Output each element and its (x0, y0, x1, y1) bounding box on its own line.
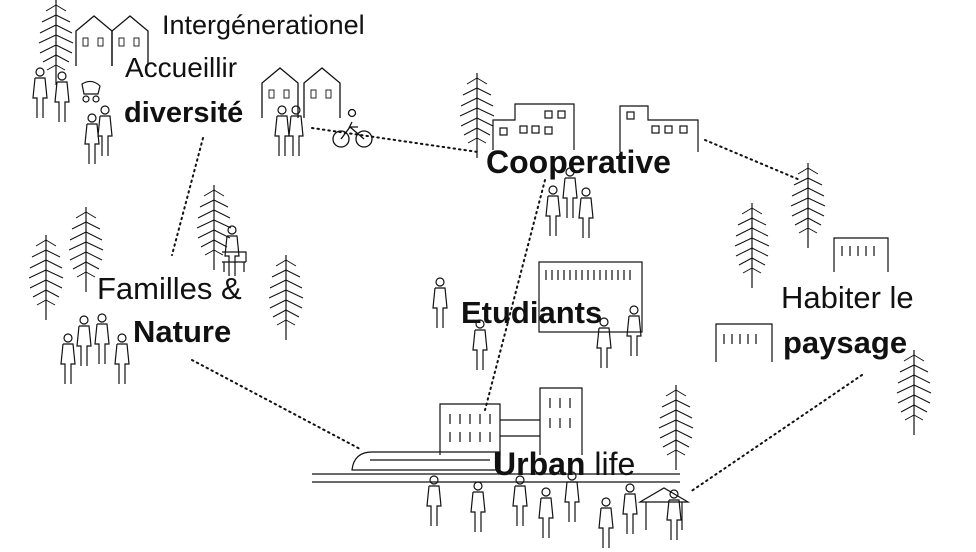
tree-icon (28, 234, 64, 321)
person-icon (60, 333, 76, 385)
tree-icon (658, 384, 694, 471)
tree-icon (268, 254, 304, 341)
link-habiter-urban (689, 374, 863, 493)
person-icon (470, 481, 486, 533)
etudiants-illustration (432, 261, 643, 371)
stroller-icon (81, 80, 101, 103)
habiter-label-line1: Habiter le (781, 280, 914, 315)
urban-label-bold: Urban (493, 446, 586, 482)
building-icon (439, 387, 583, 455)
habiter-illustration (715, 162, 932, 436)
link-cooperative-habiter (704, 139, 801, 181)
building-icon (619, 105, 699, 152)
house-icon (75, 15, 113, 67)
bicycle-icon (332, 108, 373, 148)
familles-illustration (28, 184, 304, 385)
urban-label: Urban life (493, 448, 635, 480)
house-icon (303, 67, 341, 119)
person-icon (578, 187, 594, 239)
link-intergen-familles (171, 137, 204, 256)
person-icon (512, 475, 528, 527)
familles-label-line2: Nature (133, 314, 232, 349)
person-icon (432, 277, 448, 329)
etudiants-label: Etudiants (461, 295, 603, 330)
cooperative-illustration (459, 72, 699, 239)
habiter-label-line2: paysage (783, 325, 908, 360)
kiosk-icon (637, 487, 691, 530)
connections (171, 127, 863, 493)
familles-label-line1: Familles & (97, 271, 242, 306)
building-icon (715, 323, 773, 362)
person-icon (97, 105, 113, 157)
tree-icon (734, 202, 770, 289)
building-icon (492, 103, 575, 150)
person-icon (224, 225, 240, 277)
tree-icon (790, 162, 826, 249)
building-icon (833, 237, 889, 272)
link-intergen-cooperative (311, 127, 479, 153)
building-icon (538, 261, 643, 333)
person-icon (94, 313, 110, 365)
cooperative-label: Cooperative (486, 144, 671, 180)
tree-icon (196, 184, 232, 271)
intergen-label-line1: Intergénerationel (162, 10, 365, 40)
link-familles-urban (191, 359, 363, 451)
person-icon (84, 113, 100, 165)
person-icon (538, 487, 554, 539)
person-icon (288, 105, 304, 157)
bench-icon (222, 251, 247, 272)
link-cooperative-etudiants (484, 179, 546, 411)
person-icon (666, 489, 682, 541)
urban-illustration (312, 384, 694, 549)
person-icon (274, 105, 290, 157)
person-icon (76, 315, 92, 367)
intergen-label-line2: Accueillir (125, 52, 238, 83)
person-icon (32, 67, 48, 119)
person-icon (598, 497, 614, 549)
person-icon (54, 71, 70, 123)
person-icon (426, 475, 442, 527)
person-icon (626, 305, 642, 357)
person-icon (545, 185, 561, 237)
person-icon (622, 483, 638, 535)
intergen-illustration (32, 0, 373, 165)
person-icon (114, 333, 130, 385)
tram-icon (312, 451, 680, 483)
tree-icon (896, 349, 932, 436)
intergen-label-line3: diversité (124, 97, 244, 129)
urban-label-thin: life (594, 446, 636, 482)
